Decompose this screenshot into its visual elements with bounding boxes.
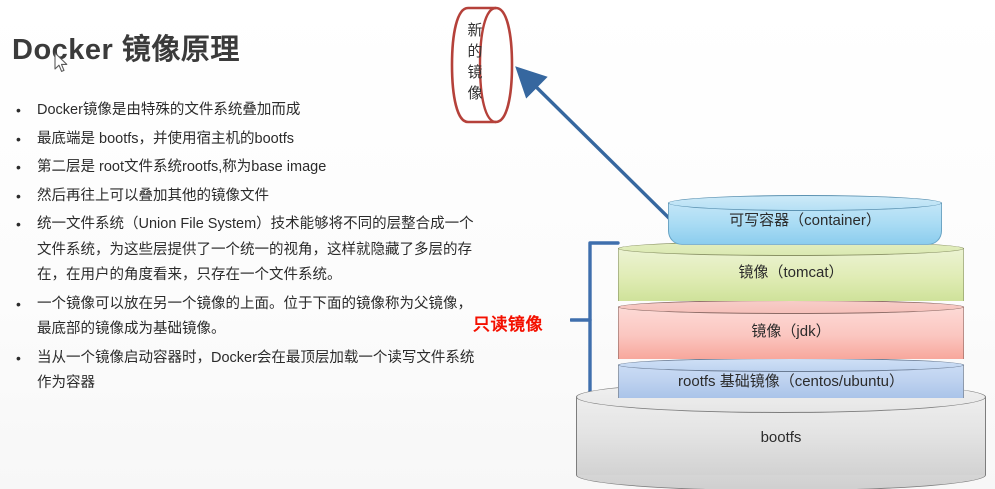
layer-bootfs-label: bootfs [760, 429, 802, 446]
callout-char: 新 [467, 22, 483, 39]
list-item-label: 一个镜像可以放在另一个镜像的上面。位于下面的镜像称为父镜像，最底部的镜像成为基础… [37, 295, 472, 338]
layer-container-label: 可写容器（container） [729, 212, 881, 229]
callout-char: 镜 [467, 64, 483, 81]
mouse-cursor-icon [54, 52, 68, 72]
layer-rootfs-label: rootfs 基础镜像（centos/ubuntu） [678, 373, 904, 390]
readonly-images-label: 只读镜像 [473, 315, 543, 334]
bullet-dot-icon: • [16, 187, 21, 204]
layer-jdk-body [618, 307, 964, 359]
layer-jdk: 镜像（jdk） [618, 300, 964, 362]
bullet-dot-icon: • [16, 102, 21, 118]
layer-tomcat: 镜像（tomcat） [618, 241, 964, 304]
list-item: • Docker镜像是由特殊的文件系统叠加而成 [10, 98, 482, 124]
bullet-dot-icon: • [16, 159, 21, 175]
new-image-cylinder-icon [450, 6, 514, 124]
list-item-label: 第二层是 root文件系统rootfs,称为base image [37, 159, 327, 175]
list-item-label: 最底端是 bootfs，并使用宿主机的bootfs [37, 130, 295, 147]
list-item: • 第二层是 root文件系统rootfs,称为base image [10, 155, 482, 181]
bullet-dot-icon: • [16, 349, 21, 366]
layer-container: 可写容器（container） [668, 195, 942, 247]
callout-char: 像 [467, 85, 483, 102]
list-item: • 统一文件系统（Union File System）技术能够将不同的层整合成一… [10, 212, 482, 289]
list-item: • 然后再往上可以叠加其他的镜像文件 [10, 184, 482, 210]
bullet-dot-icon: • [16, 295, 21, 312]
bullet-list: • Docker镜像是由特殊的文件系统叠加而成 • 最底端是 bootfs，并使… [10, 98, 482, 400]
bullet-dot-icon: • [16, 130, 21, 147]
list-item-label: 统一文件系统（Union File System）技术能够将不同的层整合成一个文… [37, 216, 474, 283]
layer-tomcat-label: 镜像（tomcat） [738, 264, 844, 281]
layer-rootfs: rootfs 基础镜像（centos/ubuntu） [618, 358, 964, 400]
new-image-callout-label: 新 的 镜 像 [458, 20, 492, 104]
new-image-callout: 新 的 镜 像 [448, 4, 520, 126]
bullet-dot-icon: • [16, 216, 21, 232]
list-item-label: 然后再往上可以叠加其他的镜像文件 [37, 187, 269, 204]
list-item-label: 当从一个镜像启动容器时，Docker会在最顶层加载一个读写文件系统作为容器 [37, 349, 475, 392]
list-item: • 一个镜像可以放在另一个镜像的上面。位于下面的镜像称为父镜像，最底部的镜像成为… [10, 292, 482, 343]
list-item: • 当从一个镜像启动容器时，Docker会在最顶层加载一个读写文件系统作为容器 [10, 346, 482, 397]
callout-char: 的 [467, 43, 483, 60]
layer-container-top-cap [668, 195, 942, 211]
callout-arrow-icon [515, 66, 678, 227]
layer-jdk-label: 镜像（jdk） [751, 323, 831, 340]
layer-tomcat-body [618, 248, 964, 301]
list-item: • 最底端是 bootfs，并使用宿主机的bootfs [10, 127, 482, 153]
page-title: Docker 镜像原理 [12, 34, 240, 66]
list-item-label: Docker镜像是由特殊的文件系统叠加而成 [37, 102, 301, 118]
